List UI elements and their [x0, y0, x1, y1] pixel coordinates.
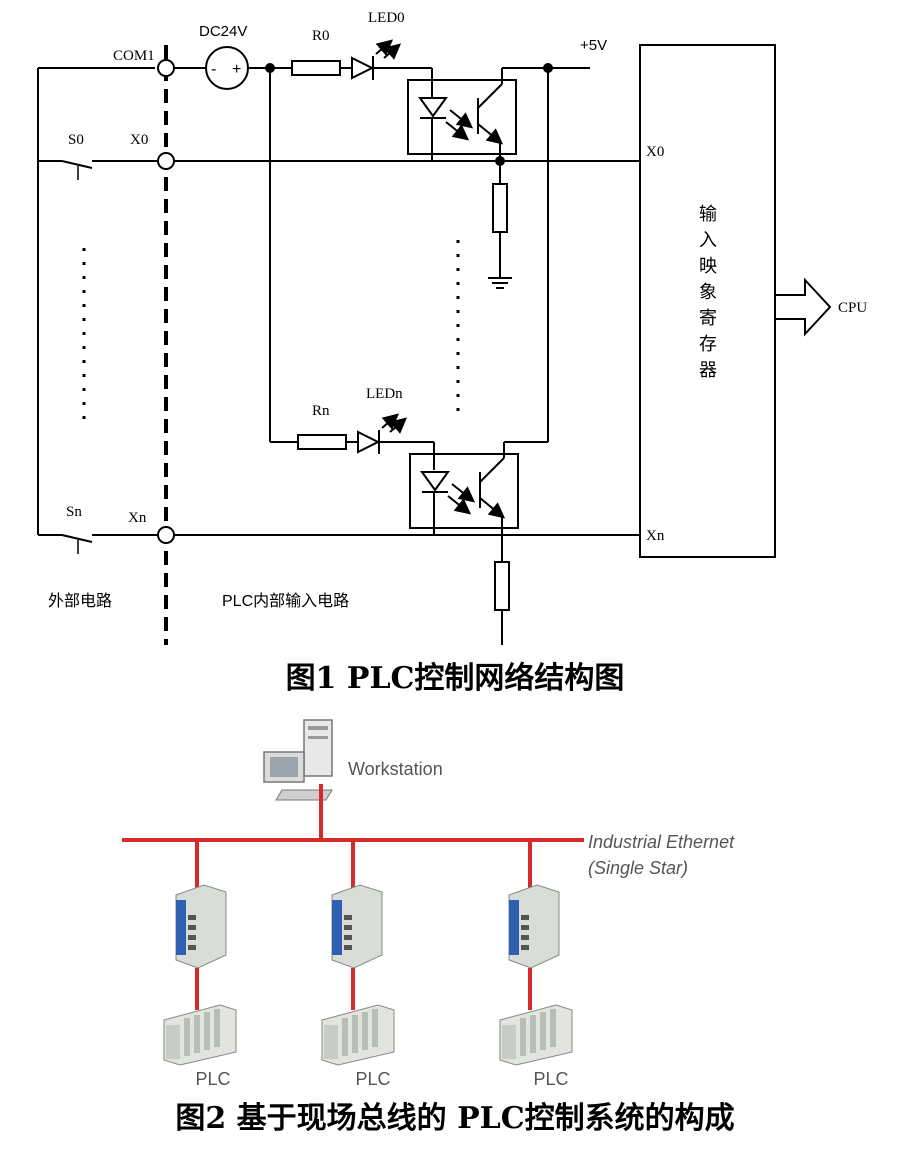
plc-label: PLC: [355, 1069, 390, 1089]
ledn-label: LEDn: [366, 386, 403, 402]
network-label-line2: (Single Star): [588, 858, 688, 878]
s0-label: S0: [68, 132, 84, 148]
plc-3-icon: [499, 1004, 573, 1066]
cpu-label: CPU: [838, 300, 867, 316]
led0-diode-icon: [351, 56, 375, 80]
switch-1-icon: [175, 884, 227, 969]
figure2-labels: Workstation Industrial Ethernet (Single …: [195, 759, 735, 1089]
ledn-diode-icon: [357, 430, 381, 454]
com-label: COM1: [113, 48, 155, 64]
x0-right-label: X0: [646, 144, 664, 160]
figure2-caption: 图2 基于现场总线的 PLC控制系统的构成: [175, 1101, 734, 1136]
dc-label: DC24V: [199, 23, 247, 40]
led0-label: LED0: [368, 10, 405, 26]
workstation-label: Workstation: [348, 759, 443, 779]
plc-label: PLC: [533, 1069, 568, 1089]
register-char: 寄: [699, 308, 717, 328]
plc-1-icon: [163, 1004, 237, 1066]
internal-circuit-label: PLC内部输入电路: [222, 592, 349, 610]
xn-left-label: Xn: [128, 510, 147, 526]
optocoupler-n: [409, 453, 519, 529]
input-register-block: [639, 44, 776, 558]
register-char: 输: [699, 204, 717, 224]
r0-resistor: [291, 60, 341, 76]
plc-2-icon: [321, 1004, 395, 1066]
cpu-arrow-icon: [774, 277, 832, 337]
opto0-led-icon: [418, 97, 448, 118]
r0-label: R0: [312, 28, 330, 44]
figure1-labels: COM1 DC24V - + R0 LED0 +5V S0 X0 X0 Rn L…: [48, 10, 867, 610]
register-char: 存: [699, 334, 717, 354]
network-label-line1: Industrial Ethernet: [588, 832, 735, 852]
external-circuit-label: 外部电路: [48, 592, 112, 610]
plus5v-label: +5V: [580, 37, 607, 54]
x0-pulldown-resistor: [492, 183, 508, 233]
dc-minus-label: -: [211, 61, 216, 78]
switch-2-icon: [331, 884, 383, 969]
sn-switch-icon: [61, 534, 93, 543]
rn-label: Rn: [312, 403, 330, 419]
xn-pulldown-resistor: [494, 561, 510, 611]
figure1-circuit: [37, 39, 832, 645]
xn-right-label: Xn: [646, 528, 665, 544]
com-terminal: [157, 59, 175, 77]
x0-terminal: [157, 152, 175, 170]
register-char: 入: [699, 230, 717, 250]
sn-label: Sn: [66, 504, 82, 520]
register-char: 象: [699, 282, 717, 302]
optocoupler-0: [407, 79, 517, 155]
s0-switch-icon: [61, 160, 93, 169]
dc-plus-label: +: [232, 61, 241, 78]
x0-left-label: X0: [130, 132, 148, 148]
optoN-led-icon: [420, 471, 450, 492]
rn-resistor: [297, 434, 347, 450]
plc-label: PLC: [195, 1069, 230, 1089]
register-char: 器: [699, 360, 717, 380]
register-char: 映: [699, 256, 717, 276]
figure1-caption: 图1 PLC控制网络结构图: [286, 661, 625, 696]
figure2-network: [122, 719, 584, 1066]
xn-terminal: [157, 526, 175, 544]
switch-3-icon: [508, 884, 560, 969]
workstation-icon: [263, 719, 333, 801]
